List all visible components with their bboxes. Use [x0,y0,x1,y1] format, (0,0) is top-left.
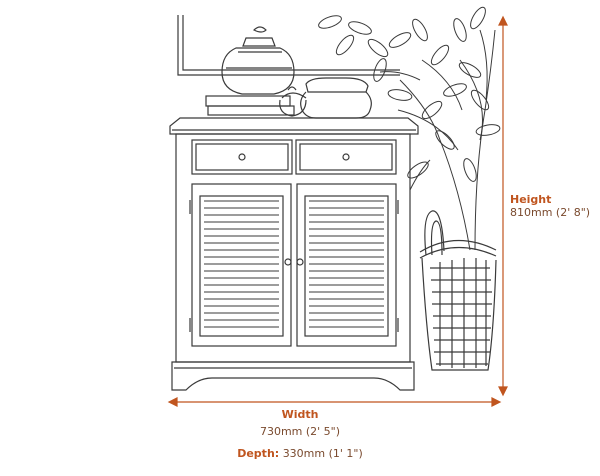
width-dimension-line [167,397,502,407]
height-label: Height [510,193,552,206]
cabinet-top [169,117,419,135]
width-label-block: Width 730mm (2' 5") [260,408,340,438]
depth-label: Depth: [237,447,280,460]
height-label-block: Height 810mm (2' 8") [510,193,590,219]
door-louvers [204,200,384,328]
depth-label-block: Depth: 330mm (1' 1") [237,447,363,460]
cabinet-base [171,361,415,391]
width-value: 730mm (2' 5") [259,425,341,438]
drawer-right [295,139,397,175]
door-left [191,183,292,347]
height-dimension-line [498,15,508,397]
drawer-left [191,139,293,175]
cabinet-body [175,133,411,363]
wall-picture-frame [177,15,400,76]
cabinet [169,117,419,391]
height-value: 810mm (2' 8") [510,206,591,219]
decorative-vases [205,26,372,119]
width-label: Width [281,408,319,421]
depth-value: 330mm (1' 1") [282,447,363,460]
potted-plant [318,6,501,251]
door-right [296,183,397,347]
wicker-basket [419,210,497,371]
